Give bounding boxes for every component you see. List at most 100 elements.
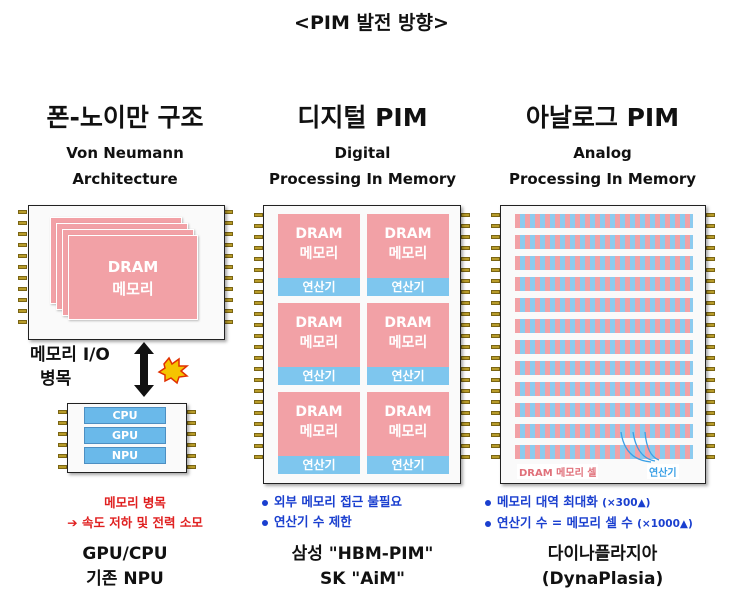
von-neumann-examples: GPU/CPU 기존 NPU xyxy=(20,542,230,592)
processor-chip-pins-left xyxy=(58,410,67,476)
digital-calc-unit: 연산기 xyxy=(367,278,449,296)
bottleneck-label-line2: 병목 xyxy=(40,369,72,389)
bullet-dot-icon xyxy=(262,499,268,506)
digital-chip-pins-right xyxy=(461,213,470,466)
von-neumann-subtitle: Von Neumann Architecture xyxy=(20,140,230,192)
memory-cell-label: DRAM 메모리 셀 xyxy=(517,464,599,479)
von-neumann-title: 폰-노이만 구조 xyxy=(46,103,204,132)
digital-pim-examples: 삼성 "HBM-PIM" SK "AiM" xyxy=(255,542,470,592)
bullet-text: 메모리 대역 최대화 xyxy=(497,494,603,509)
memory-cell-row xyxy=(515,214,693,228)
bullet-suffix: (×300▲) xyxy=(602,497,651,509)
digital-pim-bank: DRAM 메모리 연산기 xyxy=(367,392,449,474)
analog-example-line1: 다이나플라지아 xyxy=(547,544,658,564)
digital-dram: DRAM 메모리 xyxy=(367,214,449,278)
digital-calc-unit: 연산기 xyxy=(278,456,360,474)
bullet-text: 연산기 수 = 메모리 셀 수 xyxy=(497,515,638,530)
npu-block: NPU xyxy=(84,447,166,464)
dram-label: DRAM xyxy=(384,315,432,331)
digital-pim-bullets: 외부 메모리 접근 불필요 연산기 수 제한 xyxy=(262,492,402,532)
bottleneck-label: 메모리 I/O 병목 xyxy=(30,343,110,391)
digital-dram: DRAM 메모리 xyxy=(278,214,360,278)
analog-bullet-2: 연산기 수 = 메모리 셀 수 (×1000▲) xyxy=(485,513,693,534)
digital-calc-unit: 연산기 xyxy=(278,278,360,296)
memory-label: 메모리 xyxy=(388,335,428,351)
digital-chip-pins-left xyxy=(254,213,263,466)
analog-calc-label: 연산기 xyxy=(647,464,679,479)
digital-pim-title: 디지털 PIM xyxy=(297,103,428,132)
analog-pim-examples: 다이나플라지아 (DynaPlasia) xyxy=(495,542,710,592)
von-neumann-dram: DRAM 메모리 xyxy=(68,235,198,320)
memory-label: 메모리 xyxy=(299,246,339,262)
analog-pim-chip: DRAM 메모리 셀 연산기 xyxy=(500,205,706,484)
analog-chip-pins-left xyxy=(491,213,500,466)
memory-cell-row xyxy=(515,298,693,312)
bullet-suffix: (×1000▲) xyxy=(637,518,693,530)
analog-pim-subtitle-line2: Processing In Memory xyxy=(508,170,697,188)
bullet-dot-icon xyxy=(485,499,491,506)
digital-pim-bank: DRAM 메모리 연산기 xyxy=(367,303,449,385)
dram-label: DRAM xyxy=(107,258,159,276)
digital-bullet-1: 외부 메모리 접근 불필요 xyxy=(262,492,402,512)
digital-bullet-2: 연산기 수 제한 xyxy=(262,512,402,532)
digital-dram: DRAM 메모리 xyxy=(278,303,360,367)
memory-chip-pins-left xyxy=(18,210,27,331)
dram-label: DRAM xyxy=(295,315,343,331)
digital-pim-bank: DRAM 메모리 연산기 xyxy=(278,392,360,474)
analog-pim-subtitle-line1: Analog xyxy=(573,144,632,162)
gpu-block: GPU xyxy=(84,427,166,444)
bottleneck-label-line1: 메모리 I/O xyxy=(30,345,110,365)
analog-example-line2: (DynaPlasia) xyxy=(541,569,664,589)
bottleneck-note: 메모리 병목 ➔ 속도 저하 및 전력 소모 xyxy=(20,493,250,533)
memory-label: 메모리 xyxy=(112,280,154,298)
dram-label: DRAM xyxy=(384,404,432,420)
memory-cell-row xyxy=(515,340,693,354)
memory-label: 메모리 xyxy=(388,246,428,262)
memory-cell-row xyxy=(515,382,693,396)
analog-pim-subtitle: Analog Processing In Memory xyxy=(490,140,715,192)
cpu-block: CPU xyxy=(84,407,166,424)
digital-dram: DRAM 메모리 xyxy=(278,392,360,456)
page-title: <PIM 발전 방향> xyxy=(294,12,449,34)
dram-label: DRAM xyxy=(384,226,432,242)
bullet-text: 외부 메모리 접근 불필요 xyxy=(274,494,403,509)
memory-cell-row xyxy=(515,361,693,375)
analog-chip-pins-right xyxy=(706,213,715,466)
burst-icon xyxy=(157,356,190,385)
digital-pim-subtitle-line1: Digital xyxy=(334,144,391,162)
io-arrow-icon xyxy=(134,342,190,397)
bottleneck-note-line2: ➔ 속도 저하 및 전력 소모 xyxy=(67,515,203,530)
memory-chip-pins-right xyxy=(224,210,233,331)
bullet-dot-icon xyxy=(485,520,491,527)
bottleneck-note-line1: 메모리 병목 xyxy=(104,495,166,510)
memory-label: 메모리 xyxy=(388,424,428,440)
von-neumann-example-line2: 기존 NPU xyxy=(86,569,164,589)
von-neumann-subtitle-line1: Von Neumann xyxy=(66,144,184,162)
memory-cell-row xyxy=(515,256,693,270)
memory-label: 메모리 xyxy=(299,335,339,351)
memory-cell-row xyxy=(515,403,693,417)
bullet-text: 연산기 수 제한 xyxy=(274,514,352,529)
dram-label: DRAM xyxy=(295,404,343,420)
memory-cell-row xyxy=(515,319,693,333)
memory-cell-row xyxy=(515,277,693,291)
digital-pim-bank: DRAM 메모리 연산기 xyxy=(278,303,360,385)
analog-pim-bullets: 메모리 대역 최대화 (×300▲) 연산기 수 = 메모리 셀 수 (×100… xyxy=(485,492,693,534)
von-neumann-subtitle-line2: Architecture xyxy=(72,170,178,188)
digital-calc-unit: 연산기 xyxy=(367,367,449,385)
digital-pim-bank: DRAM 메모리 연산기 xyxy=(367,214,449,296)
dram-label: DRAM xyxy=(295,226,343,242)
digital-example-line1: 삼성 "HBM-PIM" xyxy=(291,544,434,564)
digital-example-line2: SK "AiM" xyxy=(320,569,405,589)
bullet-dot-icon xyxy=(262,519,268,526)
digital-pim-subtitle-line2: Processing In Memory xyxy=(268,170,457,188)
processor-chip-pins-right xyxy=(187,410,196,476)
digital-pim-bank: DRAM 메모리 연산기 xyxy=(278,214,360,296)
memory-cell-row xyxy=(515,424,693,438)
digital-calc-unit: 연산기 xyxy=(367,456,449,474)
digital-calc-unit: 연산기 xyxy=(278,367,360,385)
analog-pim-title: 아날로그 PIM xyxy=(525,103,680,132)
digital-pim-subtitle: Digital Processing In Memory xyxy=(250,140,475,192)
memory-label: 메모리 xyxy=(299,424,339,440)
digital-dram: DRAM 메모리 xyxy=(367,392,449,456)
